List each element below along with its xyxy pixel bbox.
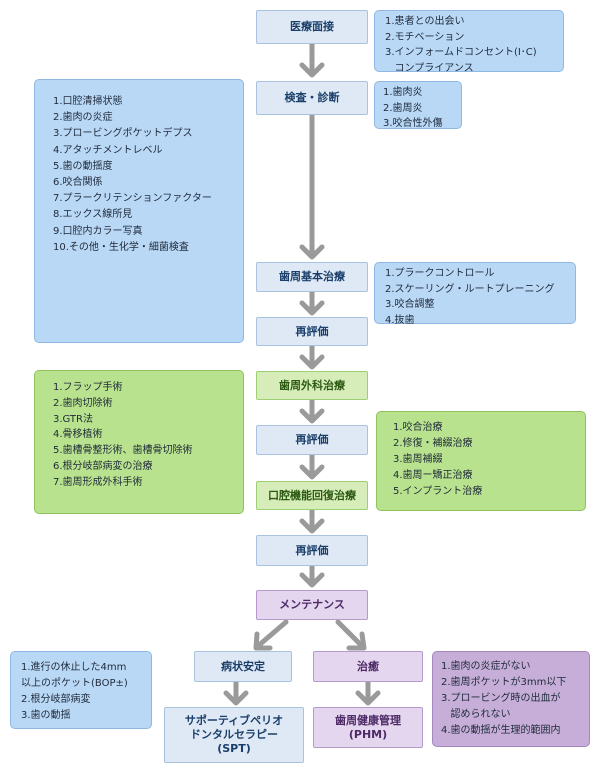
step-spt: サポーティブペリオ ドンタルセラピー (SPT) xyxy=(164,707,304,763)
note-item: 6.咬合関係 xyxy=(53,176,103,188)
step-exam: 検査・診断 xyxy=(256,81,368,115)
note-item: 9.口腔内カラー写真 xyxy=(53,225,143,237)
note-item: 2.歯周ポケットが3mm以下 xyxy=(441,677,567,688)
note-item: 5.インプラント治療 xyxy=(393,486,483,497)
note-item: 4.歯周ー矯正治療 xyxy=(393,470,473,481)
arrow-reeval2-oral xyxy=(299,452,325,480)
note-item: 1.咬合治療 xyxy=(393,422,443,433)
note-item: 2.根分岐部病変 xyxy=(21,694,91,705)
arrow-oral-reeval3 xyxy=(299,507,325,534)
arrow-cured-phm xyxy=(355,679,381,706)
note-basic: 1.プラークコントロール 2.スケーリング・ルートプレーニング 3.咬合調整 4.抜歯 xyxy=(374,262,576,326)
note-item: コンプライアンス xyxy=(385,62,474,74)
note-oral-list: 1.咬合治療 2.修復・補綴治療 3.歯周補綴 4.歯周ー矯正治療 5.インプラント治療 xyxy=(393,420,575,500)
step-reeval-1: 再評価 xyxy=(256,317,368,346)
note-stable: 1.進行の休止した4mm 以上のポケット(BOP±) 2.根分岐部病変 3.歯の動揺 xyxy=(10,651,152,729)
spt-line-2: ドンタルセラピー xyxy=(190,728,278,742)
note-item: 2.修復・補綴治療 xyxy=(393,438,473,449)
step-stable: 病状安定 xyxy=(194,651,292,682)
note-item: 4.アタッチメントレベル xyxy=(53,144,163,156)
note-item: 3.歯の動揺 xyxy=(21,710,71,721)
step-phm: 歯周健康管理 (PHM) xyxy=(313,707,423,748)
step-cured: 治癒 xyxy=(313,651,423,682)
note-item: 5.歯槽骨整形術、歯槽骨切除術 xyxy=(53,445,193,457)
note-item: 2.歯肉の炎症 xyxy=(53,112,113,124)
phm-line-2: (PHM) xyxy=(348,727,388,741)
arrow-basic-reeval1 xyxy=(299,287,325,316)
note-item: 6.根分岐部病変の治療 xyxy=(53,460,153,472)
phm-line-1: 歯周健康管理 xyxy=(335,713,401,727)
note-item: 1.歯肉の炎症がない xyxy=(441,661,531,672)
note-item: 4.歯の動揺が生理的範囲内 xyxy=(441,725,561,736)
note-item: 8.エックス線所見 xyxy=(53,209,133,221)
note-cured-list: 1.歯肉の炎症がない 2.歯周ポケットが3mm以下 3.プロービング時の出血が 認め… xyxy=(441,659,581,739)
note-item: 1.進行の休止した4mm xyxy=(21,662,127,673)
note-item: 4.抜歯 xyxy=(385,314,415,326)
arrow-maint-cured xyxy=(335,619,367,651)
step-reeval-3: 再評価 xyxy=(256,535,368,566)
note-surgery-list: 1.フラップ手術 2.歯肉切除術 3.GTR法 4.骨移植術 5.歯槽骨整形術、歯槽骨切… xyxy=(53,380,231,491)
note-item: 3.インフォームドコンセント(I･C) xyxy=(385,47,537,58)
step-interview: 医療面接 xyxy=(256,10,368,44)
note-item: 1.プラークコントロール xyxy=(385,268,495,279)
note-item: 3.歯周補綴 xyxy=(393,454,443,465)
note-oral: 1.咬合治療 2.修復・補綴治療 3.歯周補綴 4.歯周ー矯正治療 5.インプラント治療 xyxy=(376,411,586,511)
note-item: 4.骨移植術 xyxy=(53,429,103,441)
note-item: 1.歯肉炎 xyxy=(383,87,423,98)
note-item: 3.咬合性外傷 xyxy=(383,118,443,129)
note-item: 2.スケーリング・ルートプレーニング xyxy=(385,283,555,295)
spt-line-3: (SPT) xyxy=(217,741,251,755)
step-reeval-2: 再評価 xyxy=(256,425,368,455)
note-item: 1.口腔清掃状態 xyxy=(53,96,123,107)
arrow-interview-exam xyxy=(299,41,325,78)
step-basic-treatment: 歯周基本治療 xyxy=(256,262,368,292)
note-item: 7.プラークリテンションファクター xyxy=(53,193,212,205)
note-item: 3.GTR法 xyxy=(53,413,93,425)
note-item: 以上のポケット(BOP±) xyxy=(21,678,128,689)
note-item: 1.フラップ手術 xyxy=(53,382,123,393)
spt-line-1: サポーティブペリオ xyxy=(184,714,284,728)
arrow-exam-basic xyxy=(299,112,325,260)
note-exam: 1.口腔清掃状態 2.歯肉の炎症 3.プロービングポケットデプス 4.アタッチメントレ… xyxy=(34,79,244,343)
arrow-surgery-reeval2 xyxy=(299,397,325,424)
arrow-reeval3-maint xyxy=(299,563,325,588)
arrow-reeval1-surgery xyxy=(299,343,325,370)
note-item: 認められない xyxy=(441,709,511,720)
arrow-stable-spt xyxy=(223,679,249,706)
note-item: 1.患者との出会い xyxy=(385,16,465,27)
note-item: 2.モチベーション xyxy=(385,31,465,43)
note-exam-list: 1.口腔清掃状態 2.歯肉の炎症 3.プロービングポケットデプス 4.アタッチメントレ… xyxy=(53,94,231,256)
note-basic-list: 1.プラークコントロール 2.スケーリング・ルートプレーニング 3.咬合調整 4.抜歯 xyxy=(385,266,565,328)
note-item: 10.その他・生化学・細菌検査 xyxy=(53,241,189,253)
note-item: 3.咬合調整 xyxy=(385,299,435,310)
note-surgery: 1.フラップ手術 2.歯肉切除術 3.GTR法 4.骨移植術 5.歯槽骨整形術、歯槽骨切… xyxy=(34,370,244,514)
note-interview-list: 1.患者との出会い 2.モチベーション 3.インフォームドコンセント(I･C) コン… xyxy=(385,14,553,76)
note-stable-list: 1.進行の休止した4mm 以上のポケット(BOP±) 2.根分岐部病変 3.歯の動揺 xyxy=(21,660,141,724)
note-item: 7.歯周形成外科手術 xyxy=(53,476,143,488)
note-item: 3.プロービング時の出血が xyxy=(441,693,561,704)
note-cured: 1.歯肉の炎症がない 2.歯周ポケットが3mm以下 3.プロービング時の出血が 認め… xyxy=(432,651,590,747)
step-surgery: 歯周外科治療 xyxy=(256,371,368,400)
note-item: 5.歯の動揺度 xyxy=(53,160,113,172)
note-diagnosis-list: 1.歯肉炎 2.歯周炎 3.咬合性外傷 xyxy=(383,85,453,132)
arrow-maint-stable xyxy=(253,619,289,651)
step-maintenance: メンテナンス xyxy=(256,590,368,620)
note-interview: 1.患者との出会い 2.モチベーション 3.インフォームドコンセント(I･C) コン… xyxy=(374,10,564,74)
step-oral-function: 口腔機能回復治療 xyxy=(256,481,368,510)
note-diagnosis: 1.歯肉炎 2.歯周炎 3.咬合性外傷 xyxy=(374,81,462,129)
note-item: 2.歯肉切除術 xyxy=(53,397,113,409)
note-item: 3.プロービングポケットデプス xyxy=(53,128,193,140)
note-item: 2.歯周炎 xyxy=(383,102,423,114)
